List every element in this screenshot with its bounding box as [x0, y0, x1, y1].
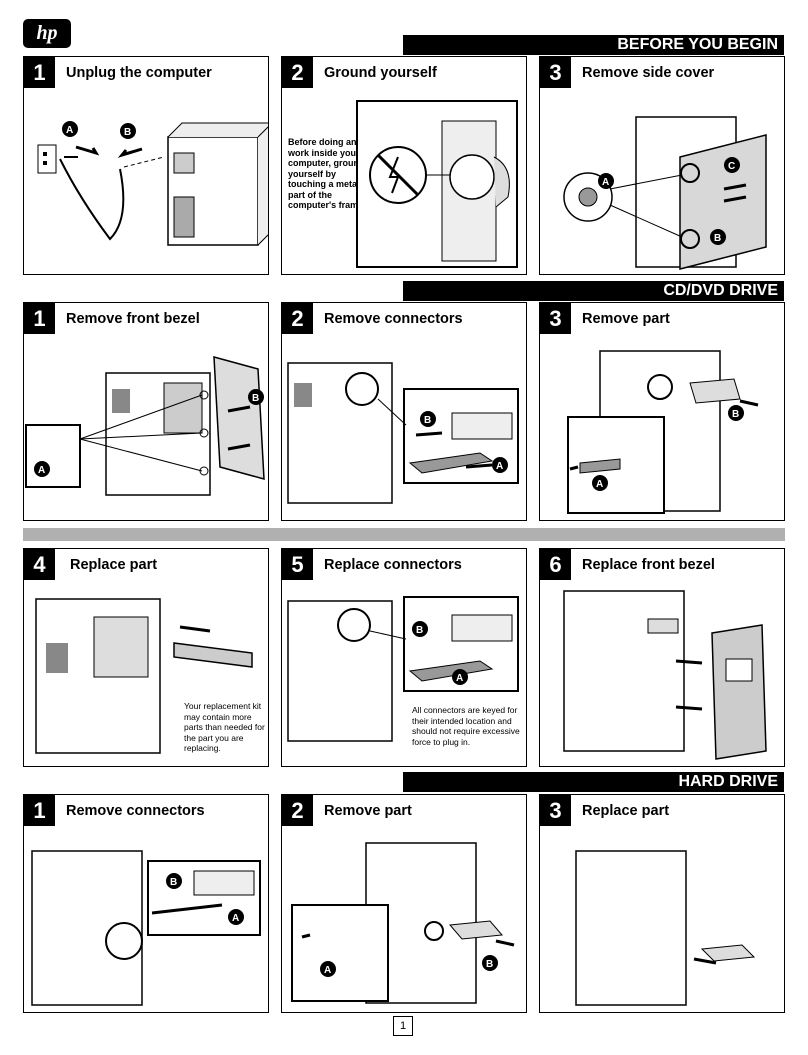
cd-remove-part-illustration: B A: [567, 350, 759, 514]
panel-cd-replace-part: 4 Replace part Your replacement kit may …: [23, 548, 269, 767]
cd-connectors-illustration: B A: [287, 362, 519, 504]
svg-text:A: A: [456, 673, 463, 684]
svg-text:A: A: [496, 461, 503, 472]
step-number: 4: [24, 549, 55, 580]
step-title: Unplug the computer: [66, 65, 212, 81]
panel-cd-remove-part: 3 Remove part B A: [539, 302, 785, 521]
step-title: Remove side cover: [582, 65, 715, 81]
step-title: Remove front bezel: [66, 311, 200, 327]
unplug-illustration: A B: [37, 121, 268, 246]
bezel-removal-illustration: B A: [25, 356, 265, 496]
step-title: Ground yourself: [324, 65, 437, 81]
svg-text:B: B: [732, 409, 739, 420]
logo-text: hp: [36, 22, 58, 44]
panel-unplug-computer: 1 Unplug the computer A B: [23, 56, 269, 275]
svg-text:A: A: [232, 913, 239, 924]
panel-ground-yourself: 2 Ground yourself Before doing any work …: [281, 56, 527, 275]
panel-hd-replace-part: 3 Replace part: [539, 794, 785, 1013]
ground-illustration: [356, 100, 518, 268]
svg-text:A: A: [38, 465, 45, 476]
step-title: Remove connectors: [66, 803, 205, 819]
cd-replace-part-illustration: [35, 598, 253, 754]
panel-remove-side-cover: 3 Remove side cover A B C: [539, 56, 785, 275]
svg-text:B: B: [486, 959, 493, 970]
banner-before-you-begin: BEFORE YOU BEGIN: [403, 35, 784, 55]
panel-cd-remove-connectors: 2 Remove connectors B A: [281, 302, 527, 521]
panel-cd-replace-front-bezel: 6 Replace front bezel: [539, 548, 785, 767]
cd-replace-connectors-illustration: B A: [287, 596, 519, 742]
svg-text:A: A: [324, 965, 331, 976]
step-number: 1: [24, 795, 55, 826]
hd-remove-part-illustration: B A: [291, 842, 515, 1004]
step-number: 3: [540, 303, 571, 334]
step-title: Remove part: [324, 803, 412, 819]
step-number: 2: [282, 303, 313, 334]
svg-text:A: A: [602, 177, 609, 188]
hd-replace-part-illustration: [575, 850, 756, 1006]
svg-text:A: A: [596, 479, 603, 490]
step-number: 6: [540, 549, 571, 580]
section-divider: [23, 528, 785, 541]
page-number: 1: [393, 1016, 413, 1036]
svg-text:C: C: [728, 161, 735, 172]
panel-hd-remove-connectors: 1 Remove connectors B A: [23, 794, 269, 1013]
step-title: Replace part: [582, 803, 670, 819]
svg-text:A: A: [66, 125, 73, 136]
svg-text:B: B: [714, 233, 721, 244]
hd-connectors-illustration: B A: [31, 850, 261, 1006]
step-title: Replace connectors: [324, 557, 462, 573]
bezel-replace-illustration: [563, 590, 767, 760]
step-number: 1: [24, 57, 55, 88]
replace-part-note: Your replacement kit may contain more pa…: [184, 701, 265, 753]
step-number: 2: [282, 795, 313, 826]
step-number: 5: [282, 549, 313, 580]
step-number: 1: [24, 303, 55, 334]
panel-cd-remove-front-bezel: 1 Remove front bezel B A: [23, 302, 269, 521]
replace-connectors-note: All connectors are keyed for their inten…: [412, 705, 520, 747]
step-title: Replace part: [70, 557, 158, 573]
svg-text:B: B: [424, 415, 431, 426]
svg-text:B: B: [416, 625, 423, 636]
step-title: Remove connectors: [324, 311, 463, 327]
svg-text:B: B: [124, 127, 131, 138]
step-number: 2: [282, 57, 313, 88]
step-number: 3: [540, 795, 571, 826]
banner-cd-dvd-drive: CD/DVD DRIVE: [403, 281, 784, 301]
hp-logo: hp: [23, 19, 71, 48]
svg-text:B: B: [170, 877, 177, 888]
panel-cd-replace-connectors: 5 Replace connectors All connectors are …: [281, 548, 527, 767]
step-title: Remove part: [582, 311, 670, 327]
step-number: 3: [540, 57, 571, 88]
svg-text:B: B: [252, 393, 259, 404]
panel-hd-remove-part: 2 Remove part B A: [281, 794, 527, 1013]
banner-hard-drive: HARD DRIVE: [403, 772, 784, 792]
ground-note: Before doing any work inside your comput…: [288, 137, 366, 210]
step-title: Replace front bezel: [582, 557, 715, 573]
side-cover-illustration: A B C: [563, 116, 767, 270]
